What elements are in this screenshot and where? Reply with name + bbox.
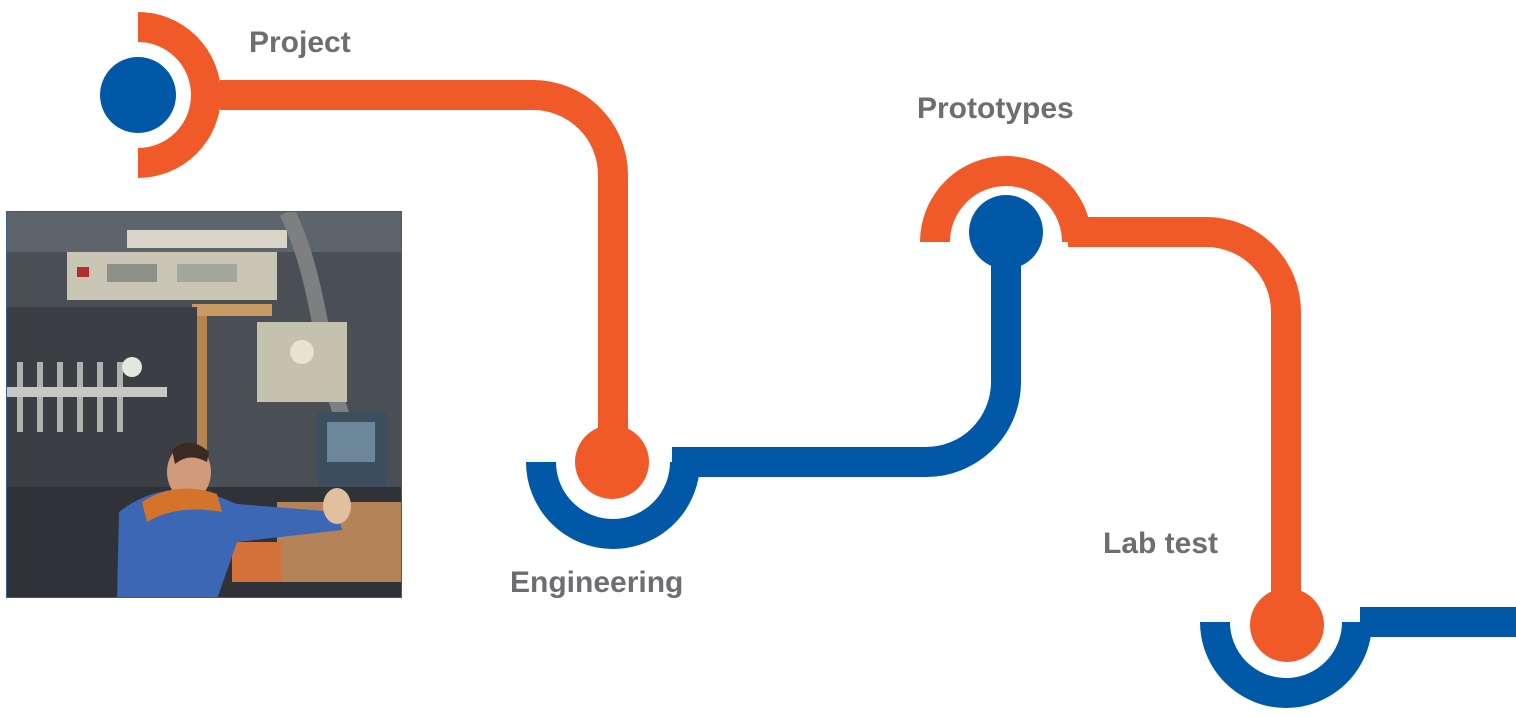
connector-prototypes-labtest — [1068, 217, 1301, 620]
labtest-node — [1250, 588, 1324, 662]
factory-worker-photo — [6, 211, 402, 598]
project-node — [100, 57, 176, 133]
step-label-engineering: Engineering — [510, 566, 684, 599]
step-label-prototypes: Prototypes — [917, 92, 1074, 125]
step-label-labtest: Lab test — [1103, 527, 1219, 560]
project-node-arc — [137, 12, 221, 178]
labtest-node-arc — [1200, 621, 1372, 708]
connector-project-engineering — [220, 80, 628, 455]
engineering-node-arc — [526, 461, 700, 549]
prototypes-node — [969, 195, 1043, 269]
step-label-project: Project — [249, 26, 351, 59]
prototypes-node-arc — [920, 156, 1092, 243]
engineering-node — [575, 425, 649, 499]
connector-engineering-prototypes — [672, 242, 1021, 477]
